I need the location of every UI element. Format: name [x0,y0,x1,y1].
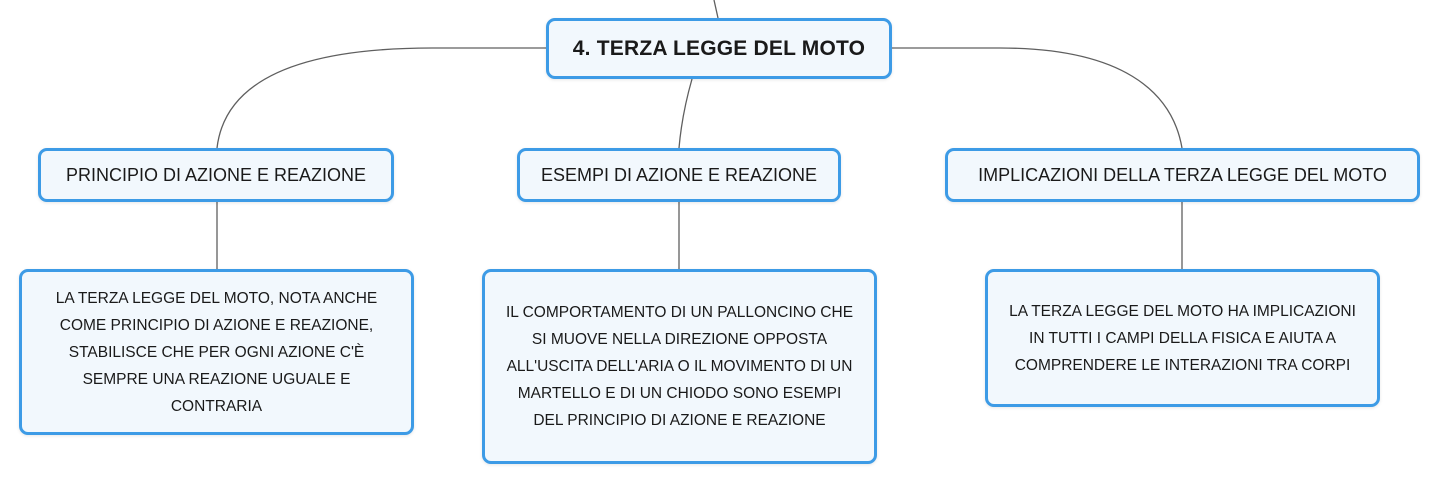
topic-node-principio[interactable]: PRINCIPIO DI AZIONE E REAZIONE [38,148,394,202]
root-node-label: 4. TERZA LEGGE DEL MOTO [572,36,866,60]
detail-node-text: IL COMPORTAMENTO DI UN PALLONCINO CHE SI… [505,304,854,429]
connector-root-to-topic-2 [678,78,693,149]
connector-parent-to-root [713,0,719,19]
topic-node-implicazioni[interactable]: IMPLICAZIONI DELLA TERZA LEGGE DEL MOTO [945,148,1420,202]
root-node[interactable]: 4. TERZA LEGGE DEL MOTO [546,18,892,79]
detail-node-principio[interactable]: LA TERZA LEGGE DEL MOTO, NOTA ANCHE COME… [19,269,414,435]
topic-node-esempi[interactable]: ESEMPI DI AZIONE E REAZIONE [517,148,841,202]
topic-node-label: PRINCIPIO DI AZIONE E REAZIONE [65,164,367,185]
detail-node-text: LA TERZA LEGGE DEL MOTO HA IMPLICAZIONI … [1009,302,1356,374]
topic-node-label: IMPLICAZIONI DELLA TERZA LEGGE DEL MOTO [978,164,1387,185]
connector-root-to-topic-3 [892,47,1183,149]
topic-node-label: ESEMPI DI AZIONE E REAZIONE [540,164,818,185]
detail-node-text: LA TERZA LEGGE DEL MOTO, NOTA ANCHE COME… [55,289,378,415]
detail-node-esempi[interactable]: IL COMPORTAMENTO DI UN PALLONCINO CHE SI… [482,269,877,464]
detail-node-implicazioni[interactable]: LA TERZA LEGGE DEL MOTO HA IMPLICAZIONI … [985,269,1380,407]
connector-root-to-topic-1 [216,47,546,149]
